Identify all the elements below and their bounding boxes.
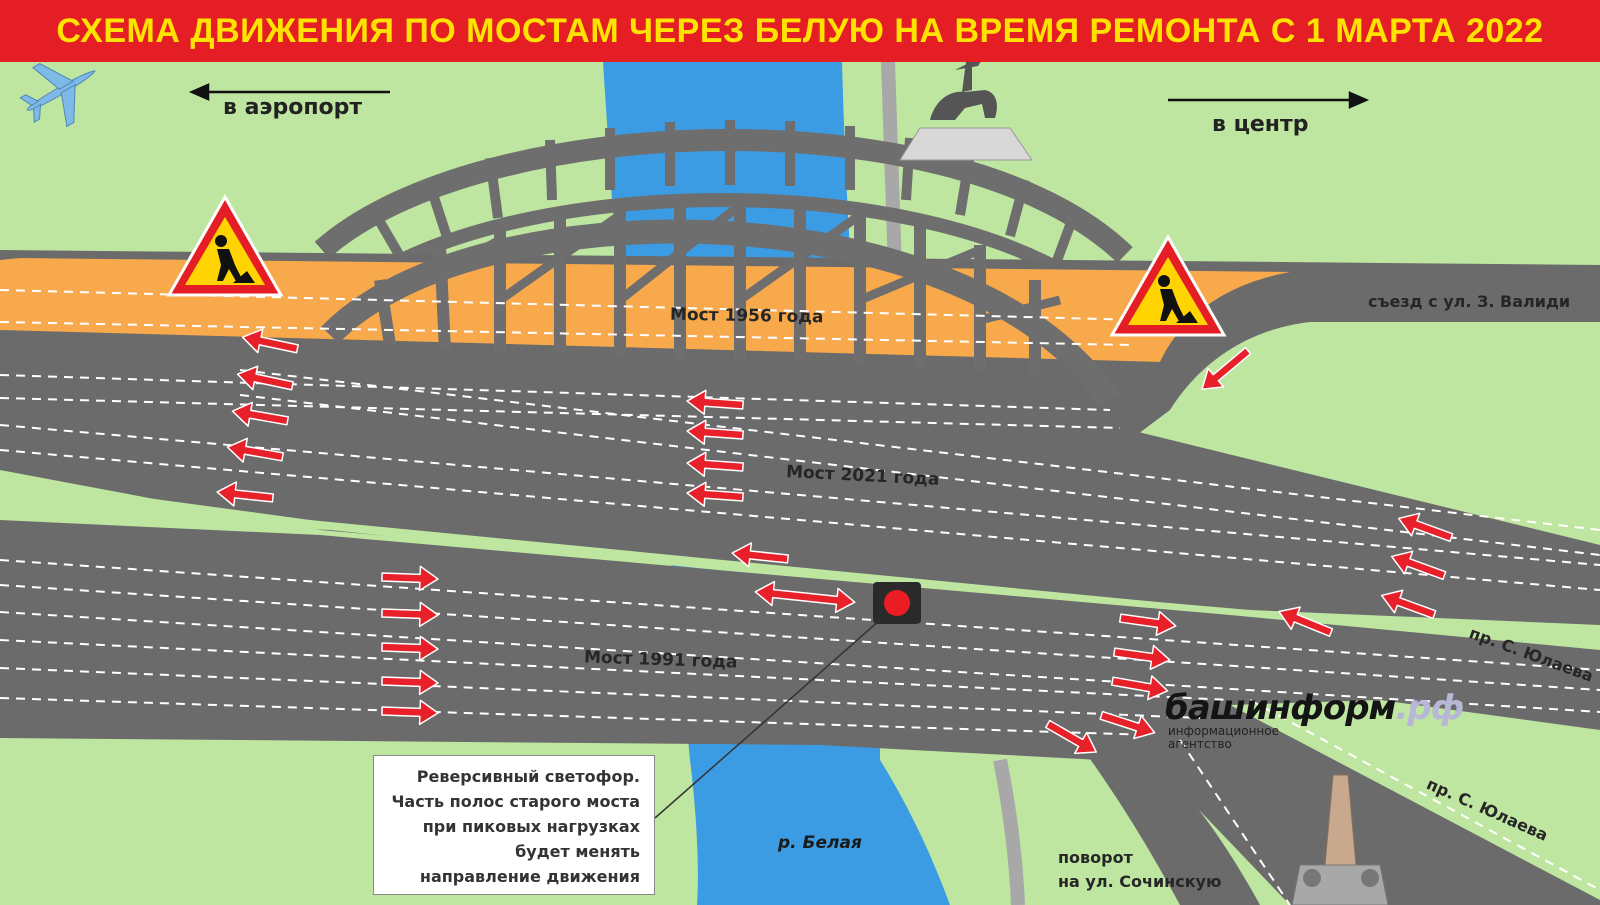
publisher-logo: башинформ.рф (1165, 688, 1464, 728)
arrow-left (686, 419, 744, 446)
arrow-right (1045, 719, 1097, 755)
arrow-right (1099, 710, 1156, 740)
ramp-zvalidi (1100, 266, 1600, 440)
direction-center-label: в центр (1212, 112, 1309, 137)
note-line: направление движения (419, 867, 640, 886)
logo-name: башинформ (1165, 688, 1396, 728)
road-works-sign-icon (166, 193, 284, 297)
road-works-sign-icon (1109, 233, 1227, 337)
direction-airport-label: в аэропорт (223, 95, 363, 120)
arrow-right (381, 601, 439, 628)
arrow-right (381, 699, 439, 726)
logo-subtitle: информационное агентство (1168, 725, 1279, 751)
arrow-ramp (1201, 346, 1252, 391)
median-grass (0, 478, 1600, 640)
logo-suffix: .рф (1395, 688, 1464, 728)
traffic-light-icon (873, 582, 921, 624)
traffic-arrows (216, 328, 1454, 755)
airplane-icon (19, 62, 96, 128)
page-title: СХЕМА ДВИЖЕНИЯ ПО МОСТАМ ЧЕРЕЗ БЕЛУЮ НА … (56, 11, 1544, 50)
arrow-left (686, 451, 744, 478)
arrow-left (1397, 512, 1454, 543)
arch-front-frame (321, 196, 1120, 407)
callout-line (654, 619, 881, 819)
note-line: при пиковых нагрузках (422, 817, 640, 836)
side-road-south (993, 758, 1025, 905)
arrow-left (216, 481, 275, 507)
exit-sochinskaya (1080, 745, 1260, 905)
arrow-right (1110, 675, 1169, 701)
arrow-left (686, 481, 744, 508)
arrow-reversible (754, 580, 856, 614)
sochinskaya-turn-label-1: поворот (1058, 848, 1133, 867)
arrow-right (381, 635, 439, 662)
note-line: Реверсивный светофор. (416, 767, 640, 786)
direction-arrows (188, 83, 1370, 109)
logo-sub-line2: агентство (1168, 737, 1232, 751)
arrow-left (1278, 606, 1334, 637)
equestrian-statue-icon (899, 55, 1033, 161)
lane-markings (0, 289, 1600, 905)
arrow-right (381, 565, 439, 592)
arrow-right (1118, 610, 1177, 637)
arrow-left (1380, 589, 1437, 620)
arrow-right (1112, 644, 1171, 671)
reversible-light-note: Реверсивный светофор. Часть полос старог… (373, 755, 655, 895)
arrow-left (686, 389, 744, 416)
bridge-2021-deck (0, 340, 1600, 625)
arrow-left (1390, 550, 1447, 581)
arrow-left (731, 542, 790, 568)
zvalidi-exit-label: съезд с ул. З. Валиди (1368, 292, 1571, 311)
river-label: р. Белая (778, 833, 862, 853)
monument-icon (1291, 774, 1389, 905)
arrow-left (236, 365, 294, 391)
arrow-left (231, 401, 290, 427)
note-line: Часть полос старого моста (391, 792, 640, 811)
arrow-left (226, 437, 285, 463)
note-line: будет менять (515, 842, 640, 861)
arrow-right (381, 669, 439, 696)
logo-sub-line1: информационное (1168, 724, 1279, 738)
arrow-left (241, 328, 299, 354)
sochinskaya-turn-label-2: на ул. Сочинскую (1058, 872, 1222, 891)
header-banner: СХЕМА ДВИЖЕНИЯ ПО МОСТАМ ЧЕРЕЗ БЕЛУЮ НА … (0, 0, 1600, 62)
bridge-1956-label: Мост 1956 года (669, 304, 824, 328)
